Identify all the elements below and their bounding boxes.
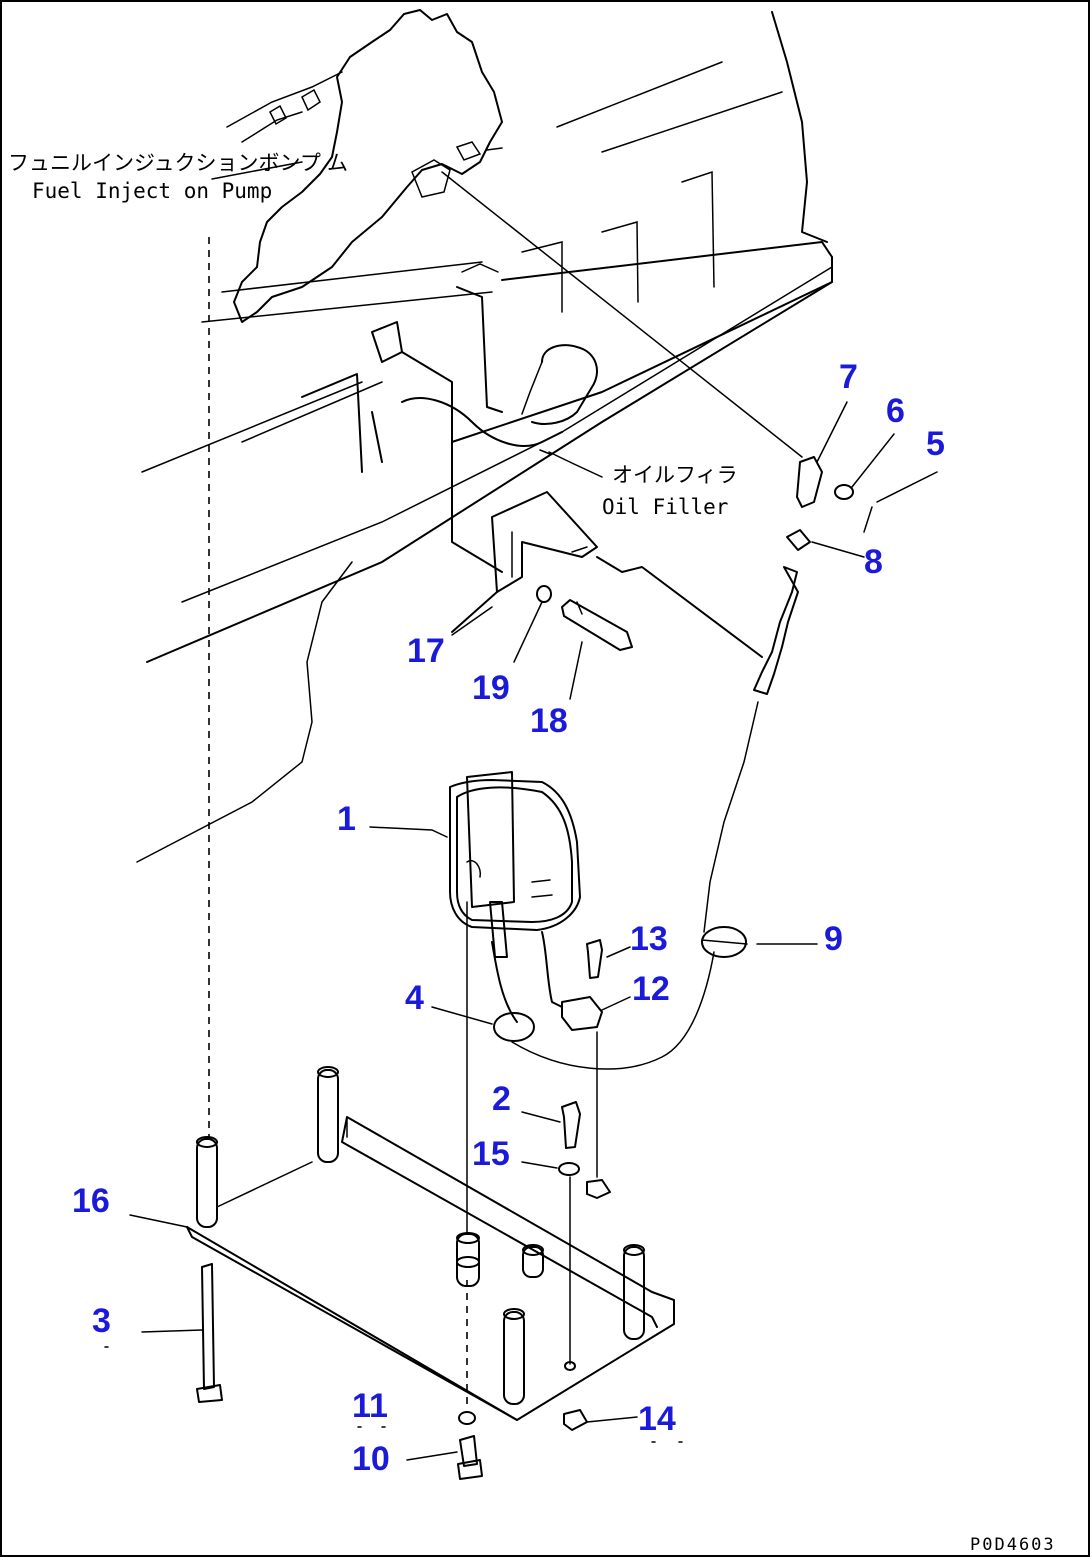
part-number-19: 19 <box>472 669 510 707</box>
oil-filler-label-jp: オイルフィラ <box>612 463 738 487</box>
part-number-13: 13 <box>630 920 668 958</box>
part-number-10: 10 <box>352 1440 390 1478</box>
part-number-6: 6 <box>886 392 905 430</box>
part-number-17: 17 <box>407 632 445 670</box>
leader-lines <box>129 161 938 1461</box>
part-numbers: 1 2 3 4 5 6 7 8 9 10 11 12 13 14 15 16 1… <box>72 358 945 1478</box>
part-number-7: 7 <box>839 358 858 396</box>
part-number-5: 5 <box>926 425 945 463</box>
base-plate-16 <box>186 901 675 1421</box>
part-number-8: 8 <box>864 543 883 581</box>
part-number-16: 16 <box>72 1182 110 1220</box>
part-number-15: 15 <box>472 1135 510 1173</box>
part-number-14: 14 <box>638 1400 676 1438</box>
control-cable <box>441 171 873 933</box>
part-number-2: 2 <box>492 1080 511 1118</box>
engine-block <box>136 9 833 863</box>
drawing-number: P0D4603 <box>970 1535 1056 1555</box>
bolt-18-assembly <box>536 585 633 651</box>
clamps <box>493 926 748 1199</box>
alignment-line <box>208 237 468 1410</box>
control-unit-1 <box>449 771 581 1023</box>
part-number-9: 9 <box>824 920 843 958</box>
part-number-11: 11 <box>352 1387 388 1425</box>
part-number-4: 4 <box>405 979 424 1017</box>
part-number-3: 3 <box>92 1302 111 1340</box>
part-number-1: 1 <box>337 800 356 838</box>
long-bolt-3 <box>196 1263 223 1403</box>
part-number-12: 12 <box>632 970 670 1008</box>
tick-marks <box>104 1346 683 1443</box>
fuel-pump-label-en: Fuel Inject on Pump <box>32 179 272 203</box>
oil-filler-label-en: Oil Filler <box>602 495 728 519</box>
small-fasteners <box>457 1409 588 1480</box>
fuel-pump-label-mark: ム <box>327 151 348 175</box>
fuel-pump-label-jp: フュニルインジュクションボンプ <box>8 151 321 175</box>
part-number-18: 18 <box>530 702 568 740</box>
